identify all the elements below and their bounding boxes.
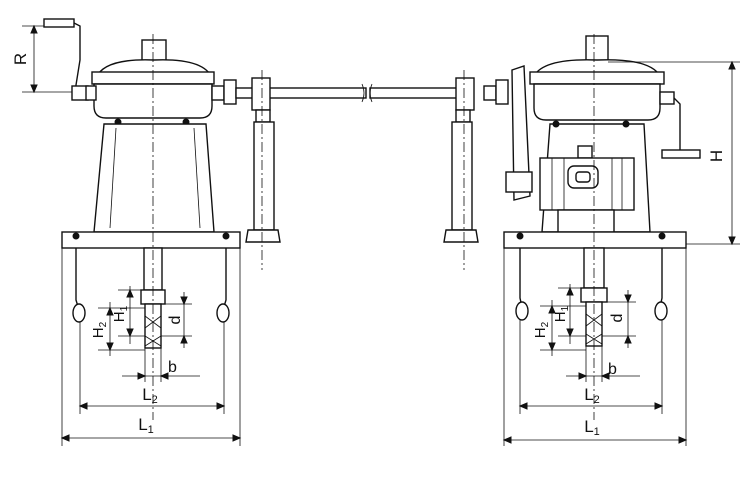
dim-d-right-label: d [609, 314, 626, 323]
dim-b-right-label: b [608, 361, 617, 378]
right-motor-hoist [503, 34, 701, 420]
right-gearbox-body [533, 83, 661, 121]
right-top-cap [585, 35, 609, 63]
left-dimensions: R L1 L2 b d H1 H2 [11, 24, 242, 446]
dim-H1-right-label: H1 [552, 305, 571, 322]
left-manual-hoist [43, 18, 241, 420]
dim-L1-label: L1 [138, 415, 154, 436]
left-pedestal [93, 123, 215, 233]
right-base-plate [503, 231, 687, 249]
connecting-shaft [235, 70, 509, 270]
dim-H2-label: H2 [90, 321, 109, 338]
dim-H2-right-label: H2 [532, 321, 551, 338]
right-crank-handle [659, 91, 701, 159]
dim-L2-right-label: L2 [584, 385, 600, 406]
dim-L1-right-label: L1 [584, 417, 600, 438]
dim-H-label: H [707, 150, 726, 162]
right-anchor-bolts [515, 248, 668, 321]
left-top-cap [141, 39, 167, 63]
dim-R-label: R [11, 53, 30, 65]
belt-drive [511, 65, 531, 201]
electric-motor [539, 145, 635, 233]
dim-d-label: d [167, 316, 184, 325]
left-crank-handle [43, 18, 89, 101]
dim-L2-label: L2 [142, 385, 158, 406]
right-dimensions: H L1 L2 b d H1 H2 [502, 60, 740, 446]
dim-b-label: b [168, 359, 177, 376]
left-anchor-bolts [72, 248, 230, 323]
left-base-plate [61, 231, 241, 249]
